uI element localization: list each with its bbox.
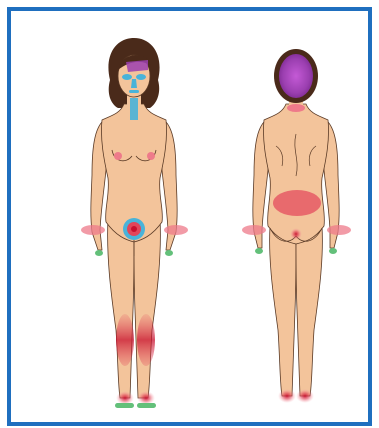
wrist-marker-left [81,225,105,235]
shin-marker-right [137,314,155,366]
back-wrist-marker-right [327,225,351,235]
back-hand-marker-left [255,248,263,254]
heel-marker-right [296,389,314,403]
eye-marker-right [136,74,146,80]
scalp-marker [279,54,313,98]
foot-marker-left [116,391,134,405]
neck-marker [130,98,138,120]
wrist-marker-right [164,225,188,235]
lower-back-marker [273,190,321,216]
mouth-marker [129,90,139,93]
back-wrist-marker-left [242,225,266,235]
hand-marker-left [95,250,103,256]
eye-marker-left [122,74,132,80]
shin-marker-left [116,314,134,366]
nose-marker [131,79,137,88]
back-hand-marker-right [329,248,337,254]
back-neck-marker [287,104,305,112]
hand-marker-right [165,250,173,256]
forehead-marker [126,60,148,72]
foot-marker-right [137,391,155,405]
sole-marker-left [115,403,134,408]
back-torso [263,104,328,244]
sole-marker-right [137,403,156,408]
sacral-marker [290,228,302,240]
heel-marker-left [278,389,296,403]
breast-marker-right [147,152,155,160]
breast-marker-left [114,152,122,160]
